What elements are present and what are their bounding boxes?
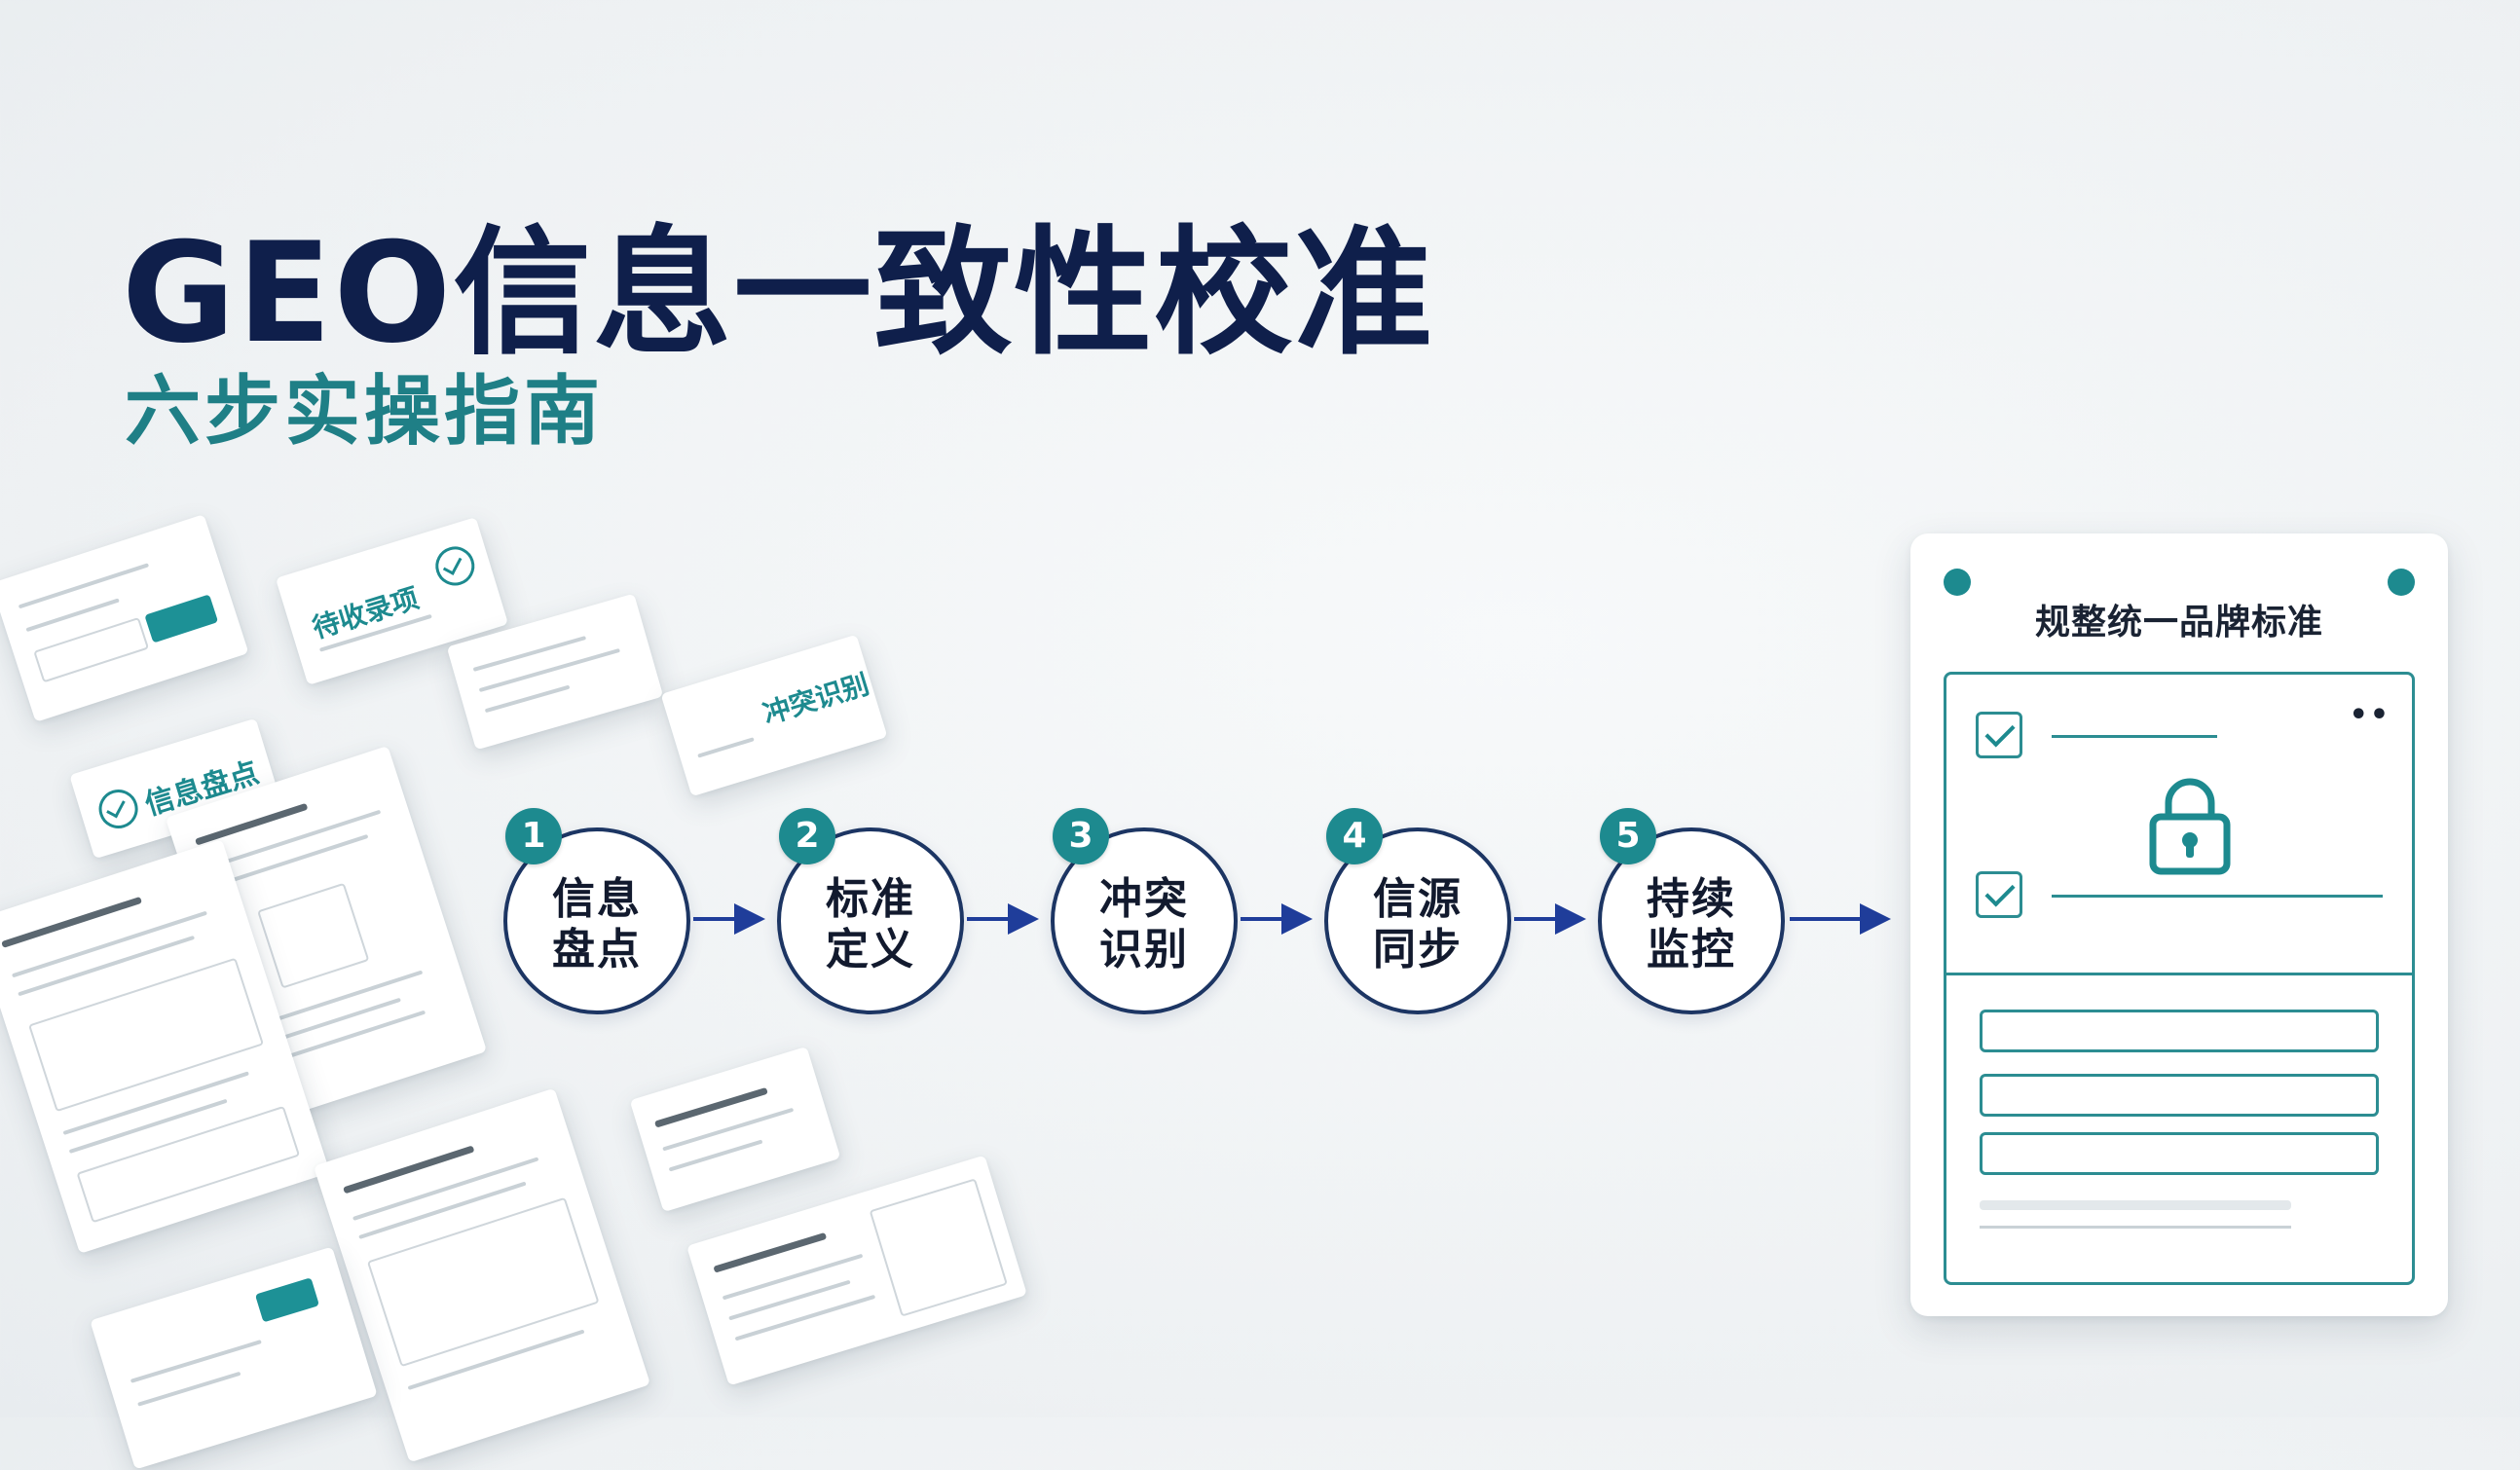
pin-dot-icon — [2388, 569, 2415, 596]
doc-label: 冲突识别 — [759, 668, 873, 731]
step-number-badge: 5 — [1600, 808, 1656, 864]
arrow-4-5 — [1514, 903, 1586, 935]
step-number-badge: 3 — [1053, 808, 1109, 864]
step-label: 冲突 识别 — [1099, 874, 1189, 974]
more-options-icon[interactable]: •• — [2349, 698, 2390, 732]
step-number-badge: 4 — [1326, 808, 1383, 864]
placeholder-line — [1980, 1226, 2291, 1229]
doc-card — [90, 1246, 378, 1470]
doc-card — [629, 1046, 841, 1213]
arrow-1-2 — [693, 903, 765, 935]
doc-card — [0, 514, 249, 722]
doc-page — [313, 1087, 651, 1463]
infographic: GEO信息一致性校准 六步实操指南 待收录项 冲突识别 信息盘点 — [0, 0, 2520, 1417]
checkbox-icon[interactable] — [1976, 712, 2022, 758]
step-label: 持续 监控 — [1647, 874, 1736, 974]
lock-icon — [2149, 778, 2231, 875]
standard-panel: •• — [1944, 672, 2415, 1285]
pin-dot-icon — [1944, 569, 1971, 596]
doc-page — [686, 1155, 1027, 1386]
arrow-3-4 — [1241, 903, 1313, 935]
check-line — [2052, 895, 2383, 898]
step-label: 信源 同步 — [1373, 874, 1463, 974]
page-subtitle: 六步实操指南 — [125, 368, 605, 456]
page-title: GEO信息一致性校准 — [122, 213, 1435, 374]
step-label: 标准 定义 — [826, 874, 915, 974]
step-circle-1: 1 信息 盘点 — [503, 808, 690, 1014]
arrow-5-standard — [1790, 903, 1891, 935]
step-number-badge: 1 — [505, 808, 562, 864]
standard-field[interactable] — [1980, 1010, 2379, 1052]
standard-field[interactable] — [1980, 1132, 2379, 1175]
step-label: 信息 盘点 — [552, 874, 642, 974]
step-circle-2: 2 标准 定义 — [777, 808, 964, 1014]
step-number-badge: 2 — [779, 808, 835, 864]
step-circle-4: 4 信源 同步 — [1324, 808, 1511, 1014]
placeholder-bar — [1980, 1200, 2291, 1210]
step-circle-5: 5 持续 监控 — [1598, 808, 1785, 1014]
check-line — [2052, 735, 2217, 738]
panel-divider — [1946, 973, 2412, 975]
checkbox-icon[interactable] — [1976, 871, 2022, 918]
card-title: 规整统一品牌标准 — [2034, 603, 2323, 643]
arrow-2-3 — [967, 903, 1039, 935]
step-circle-3: 3 冲突 识别 — [1051, 808, 1238, 1014]
doc-card: 冲突识别 — [660, 634, 888, 797]
standard-field[interactable] — [1980, 1074, 2379, 1117]
brand-standard-card: 规整统一品牌标准 •• — [1910, 533, 2448, 1316]
